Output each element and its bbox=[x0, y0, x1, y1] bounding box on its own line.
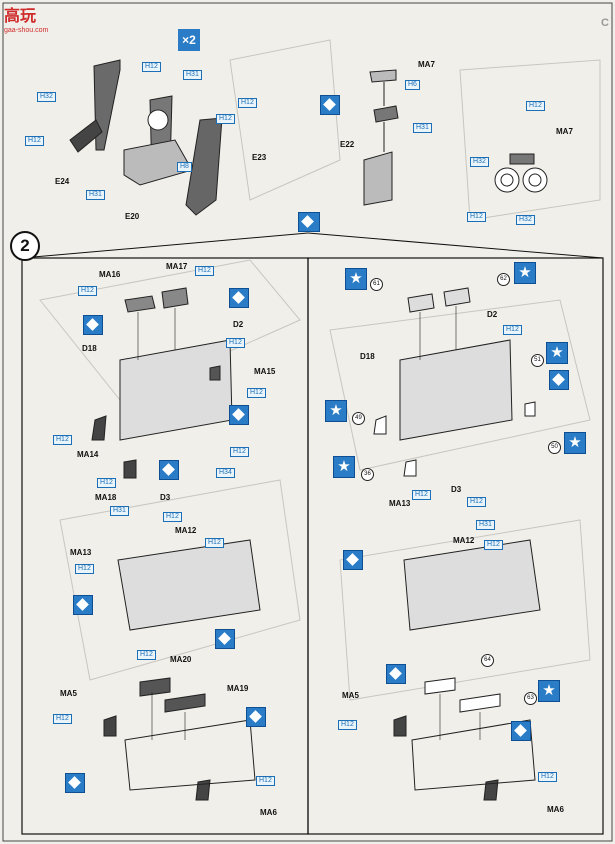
part-label: D18 bbox=[360, 352, 375, 361]
paint-code: H12 bbox=[256, 776, 275, 786]
star-marker-icon: ★ bbox=[325, 400, 347, 422]
paint-code: H12 bbox=[247, 388, 266, 398]
paint-code: H31 bbox=[413, 123, 432, 133]
part-label: MA12 bbox=[175, 526, 197, 535]
decal-number: 64 bbox=[481, 654, 494, 667]
diamond-marker-icon bbox=[229, 288, 249, 308]
part-label: MA20 bbox=[170, 655, 192, 664]
paint-code: H12 bbox=[205, 538, 224, 548]
paint-code: H12 bbox=[97, 478, 116, 488]
part-label: E23 bbox=[252, 153, 267, 162]
paint-code: H12 bbox=[338, 720, 357, 730]
paint-code: H12 bbox=[230, 447, 249, 457]
paint-code: H12 bbox=[53, 435, 72, 445]
decal-number: 63 bbox=[524, 692, 537, 705]
diamond-marker-icon bbox=[159, 460, 179, 480]
page-code: C bbox=[601, 17, 609, 29]
part-label: MA16 bbox=[99, 270, 121, 279]
watermark-url: gaa-shou.com bbox=[4, 27, 49, 34]
paint-code: H12 bbox=[195, 266, 214, 276]
watermark-logo: 高玩 bbox=[4, 8, 37, 25]
paint-code: H32 bbox=[516, 215, 535, 225]
paint-code: H31 bbox=[86, 190, 105, 200]
paint-code: H6 bbox=[405, 80, 420, 90]
diamond-marker-icon bbox=[320, 95, 340, 115]
part-label: E22 bbox=[340, 140, 355, 149]
part-label: MA15 bbox=[254, 367, 276, 376]
paint-code: H8 bbox=[177, 162, 192, 172]
part-label: MA6 bbox=[260, 808, 277, 817]
paint-code: H32 bbox=[470, 157, 489, 167]
paint-code: H12 bbox=[467, 497, 486, 507]
star-marker-icon: ★ bbox=[546, 342, 568, 364]
part-label: MA7 bbox=[556, 127, 573, 136]
diamond-marker-icon bbox=[65, 773, 85, 793]
paint-code: H12 bbox=[142, 62, 161, 72]
part-label: MA13 bbox=[70, 548, 92, 557]
star-marker-icon: ★ bbox=[345, 268, 367, 290]
diamond-marker-icon bbox=[246, 707, 266, 727]
diamond-marker-icon bbox=[511, 721, 531, 741]
paint-marker-icon bbox=[549, 370, 569, 390]
paint-code: H12 bbox=[484, 540, 503, 550]
diamond-marker-icon bbox=[83, 315, 103, 335]
diamond-marker-icon bbox=[215, 629, 235, 649]
star-marker-icon: ★ bbox=[564, 432, 586, 454]
star-marker-icon: ★ bbox=[333, 456, 355, 478]
paint-code: H12 bbox=[25, 136, 44, 146]
paint-code: H12 bbox=[238, 98, 257, 108]
part-label: MA5 bbox=[60, 689, 77, 698]
part-label: MA12 bbox=[453, 536, 475, 545]
paint-code: H12 bbox=[163, 512, 182, 522]
paint-code: H12 bbox=[53, 714, 72, 724]
part-label: D3 bbox=[160, 493, 171, 502]
paint-code: H12 bbox=[467, 212, 486, 222]
decal-number: 61 bbox=[370, 278, 383, 291]
part-label: MA19 bbox=[227, 684, 249, 693]
diamond-marker-icon bbox=[386, 664, 406, 684]
diamond-marker-icon bbox=[343, 550, 363, 570]
part-label: D2 bbox=[233, 320, 244, 329]
paint-code: H12 bbox=[226, 338, 245, 348]
star-marker-icon: ★ bbox=[538, 680, 560, 702]
paint-code: H12 bbox=[412, 490, 431, 500]
part-label: E24 bbox=[55, 177, 70, 186]
diamond-marker-icon bbox=[73, 595, 93, 615]
paint-code: H12 bbox=[216, 114, 235, 124]
paint-code: H12 bbox=[78, 286, 97, 296]
part-label: MA7 bbox=[418, 60, 435, 69]
paint-code: H32 bbox=[37, 92, 56, 102]
split-arrows-icon bbox=[298, 212, 320, 232]
diamond-marker-icon bbox=[229, 405, 249, 425]
part-label: D18 bbox=[82, 344, 97, 353]
part-label: D3 bbox=[451, 485, 462, 494]
star-marker-icon: ★ bbox=[514, 262, 536, 284]
paint-code: H12 bbox=[538, 772, 557, 782]
decal-number: 62 bbox=[497, 273, 510, 286]
part-label: MA17 bbox=[166, 262, 188, 271]
paint-code: H12 bbox=[75, 564, 94, 574]
decal-number: 49 bbox=[352, 412, 365, 425]
part-label: MA6 bbox=[547, 805, 564, 814]
decal-number: 36 bbox=[361, 468, 374, 481]
paint-code: H31 bbox=[183, 70, 202, 80]
decal-number: 50 bbox=[548, 441, 561, 454]
part-label: MA5 bbox=[342, 691, 359, 700]
part-label: MA18 bbox=[95, 493, 117, 502]
part-label: E20 bbox=[125, 212, 140, 221]
paint-code: H34 bbox=[216, 468, 235, 478]
paint-code: H31 bbox=[110, 506, 129, 516]
part-label: MA14 bbox=[77, 450, 99, 459]
paint-code: H12 bbox=[526, 101, 545, 111]
decal-number: 51 bbox=[531, 354, 544, 367]
part-label: MA13 bbox=[389, 499, 411, 508]
quantity-badge: ×2 bbox=[178, 29, 200, 51]
paint-code: H12 bbox=[503, 325, 522, 335]
part-label: D2 bbox=[487, 310, 498, 319]
step-number: 2 bbox=[10, 231, 40, 261]
paint-code: H31 bbox=[476, 520, 495, 530]
paint-code: H12 bbox=[137, 650, 156, 660]
